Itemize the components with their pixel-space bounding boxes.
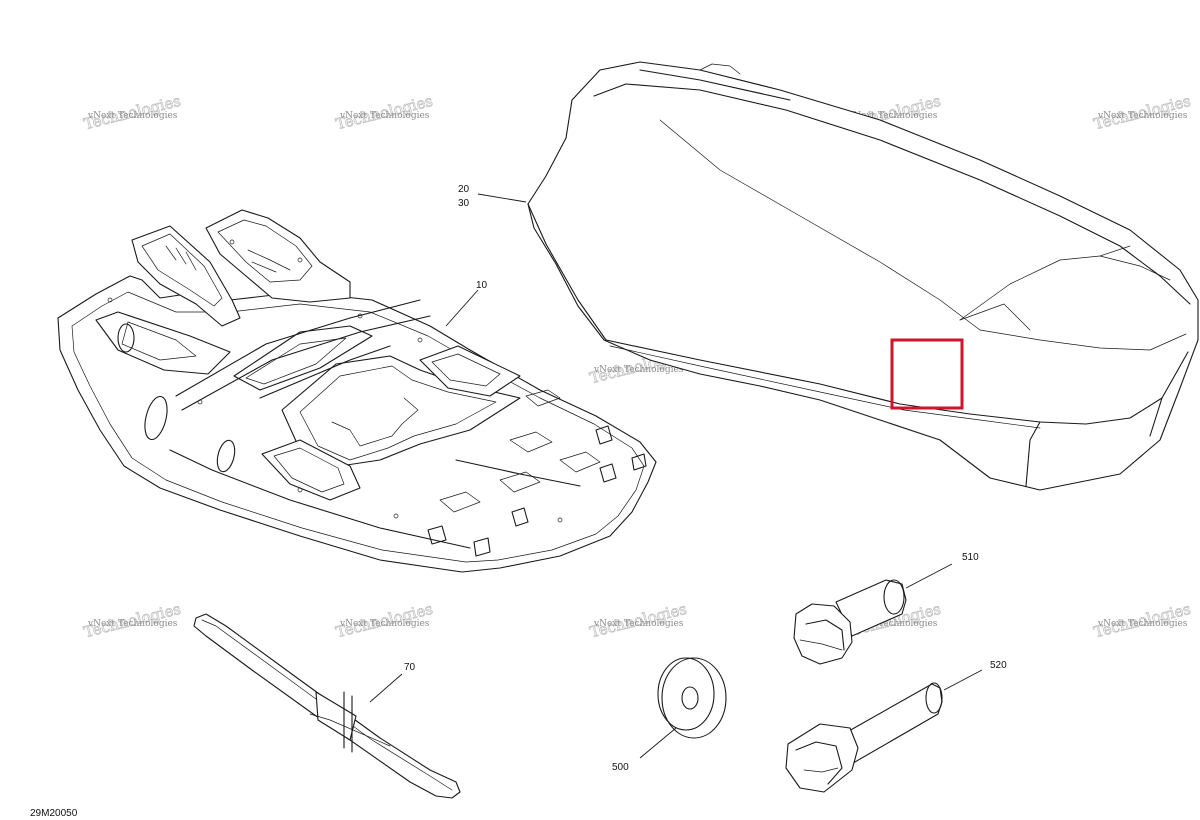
watermark: Technologies vNext Technologies: [1092, 91, 1193, 133]
leader-20-30: [477, 193, 527, 203]
callout-10: 10: [476, 280, 488, 291]
leader-70: [369, 673, 403, 703]
part-base-plate[interactable]: [57, 209, 657, 573]
svg-text:vNext Technologies: vNext Technologies: [1097, 619, 1188, 629]
part-washer[interactable]: [657, 657, 727, 739]
callout-500: 500: [612, 762, 629, 773]
callout-510: 510: [962, 552, 979, 563]
svg-text:vNext Technologies: vNext Technologies: [847, 619, 938, 629]
svg-text:vNext Technologies: vNext Technologies: [1097, 111, 1188, 121]
part-strap[interactable]: [193, 613, 461, 799]
svg-text:vNext Technologies: vNext Technologies: [87, 619, 178, 629]
svg-text:vNext Technologies: vNext Technologies: [339, 619, 430, 629]
leader-510: [905, 563, 953, 589]
watermark: Technologies vNext Technologies: [334, 599, 435, 641]
highlight-frame: [890, 338, 964, 410]
svg-text:vNext Technologies: vNext Technologies: [593, 619, 684, 629]
callout-30: 30: [458, 198, 470, 209]
watermark: Technologies vNext Technologies: [82, 599, 183, 641]
leader-520: [943, 669, 983, 691]
part-short-bolt[interactable]: [793, 579, 907, 665]
leader-500: [639, 727, 677, 759]
callout-20: 20: [458, 184, 470, 195]
figure-id: 29M20050: [30, 808, 78, 819]
callout-70: 70: [404, 662, 416, 673]
svg-text:vNext Technologies: vNext Technologies: [87, 111, 178, 121]
watermark: Technologies vNext Technologies: [82, 91, 183, 133]
part-long-bolt[interactable]: [785, 682, 943, 793]
watermark: Technologies vNext Technologies: [1092, 599, 1193, 641]
svg-text:vNext Technologies: vNext Technologies: [593, 365, 684, 375]
watermark: Technologies vNext Technologies: [588, 599, 689, 641]
svg-text:vNext Technologies: vNext Technologies: [847, 111, 938, 121]
callout-520: 520: [990, 660, 1007, 671]
part-seat[interactable]: [527, 61, 1199, 491]
watermark: Technologies vNext Technologies: [334, 91, 435, 133]
svg-text:vNext Technologies: vNext Technologies: [339, 111, 430, 121]
leader-10: [445, 289, 479, 327]
